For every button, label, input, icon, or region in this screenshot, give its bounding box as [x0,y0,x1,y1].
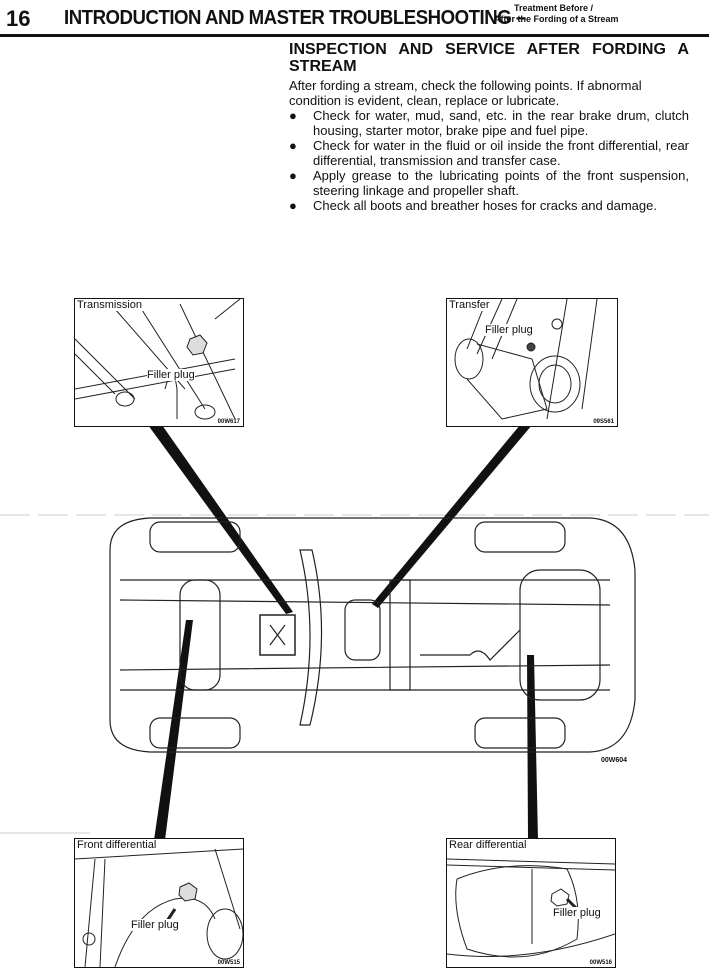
pointer-transfer [372,425,532,608]
subtitle-line-2: After the Fording of a Stream [494,14,619,24]
figure-label: Rear differential [449,839,529,851]
bullet-icon: ● [289,108,297,123]
list-item: ● Check for water, mud, sand, etc. in the… [289,108,689,138]
list-item-text: Apply grease to the lubricating points o… [313,168,689,198]
chapter-title: INTRODUCTION AND MASTER TROUBLESHOOTING … [64,7,526,29]
figure-code: 09S561 [593,419,614,425]
list-item: ● Check for water in the fluid or oil ins… [289,138,689,168]
list-item: ● Apply grease to the lubricating points … [289,168,689,198]
pointer-front-diff [154,620,193,840]
list-item-text: Check for water in the fluid or oil insi… [313,138,689,168]
transmission-figure: Transmission Filler plug 00W617 [74,298,244,427]
figure-code: 00W617 [217,419,240,425]
bullet-icon: ● [289,168,297,183]
transmission-drawing [75,299,241,420]
bullet-icon: ● [289,198,297,213]
section-intro: After fording a stream, check the follow… [289,78,642,108]
figure-label: Transfer [449,299,492,311]
rear-differential-figure: Rear differential Filler plug 00W516 [446,838,616,968]
subtitle-line-1: Treatment Before / [514,3,594,13]
callout-filler-plug: Filler plug [147,369,195,381]
checklist: ● Check for water, mud, sand, etc. in the… [289,108,689,213]
callout-filler-plug: Filler plug [553,907,601,919]
figure-label: Front differential [77,839,159,851]
figure-label: Transmission [77,299,144,311]
chassis-figure-code: 00W604 [601,757,628,764]
callout-filler-plug: Filler plug [131,919,179,931]
page-number: 16 [6,6,31,31]
list-item-text: Check all boots and breather hoses for c… [313,198,657,213]
page-header: 16 INTRODUCTION AND MASTER TROUBLESHOOTI… [0,0,709,37]
section-title: INSPECTION AND SERVICE AFTER FORDING A S… [289,41,689,75]
bullet-icon: ● [289,138,297,153]
front-differential-figure: Front differential Filler plug 00W515 [74,838,244,968]
inspection-section: INSPECTION AND SERVICE AFTER FORDING A S… [289,41,689,213]
chassis-drawing [90,510,650,760]
transfer-figure: Transfer Filler plug 09S561 [446,298,618,427]
figure-code: 00W515 [217,960,240,966]
front-differential-drawing [75,848,243,967]
callout-filler-plug: Filler plug [485,324,533,336]
figure-code: 00W516 [589,960,612,966]
list-item: ● Check all boots and breather hoses for … [289,198,689,213]
chapter-subtitle: Treatment Before / After the Fording of … [494,3,619,25]
list-item-text: Check for water, mud, sand, etc. in the … [313,108,689,138]
pointer-transmission [148,425,293,614]
rear-differential-drawing [447,858,615,958]
transfer-drawing [454,299,598,420]
